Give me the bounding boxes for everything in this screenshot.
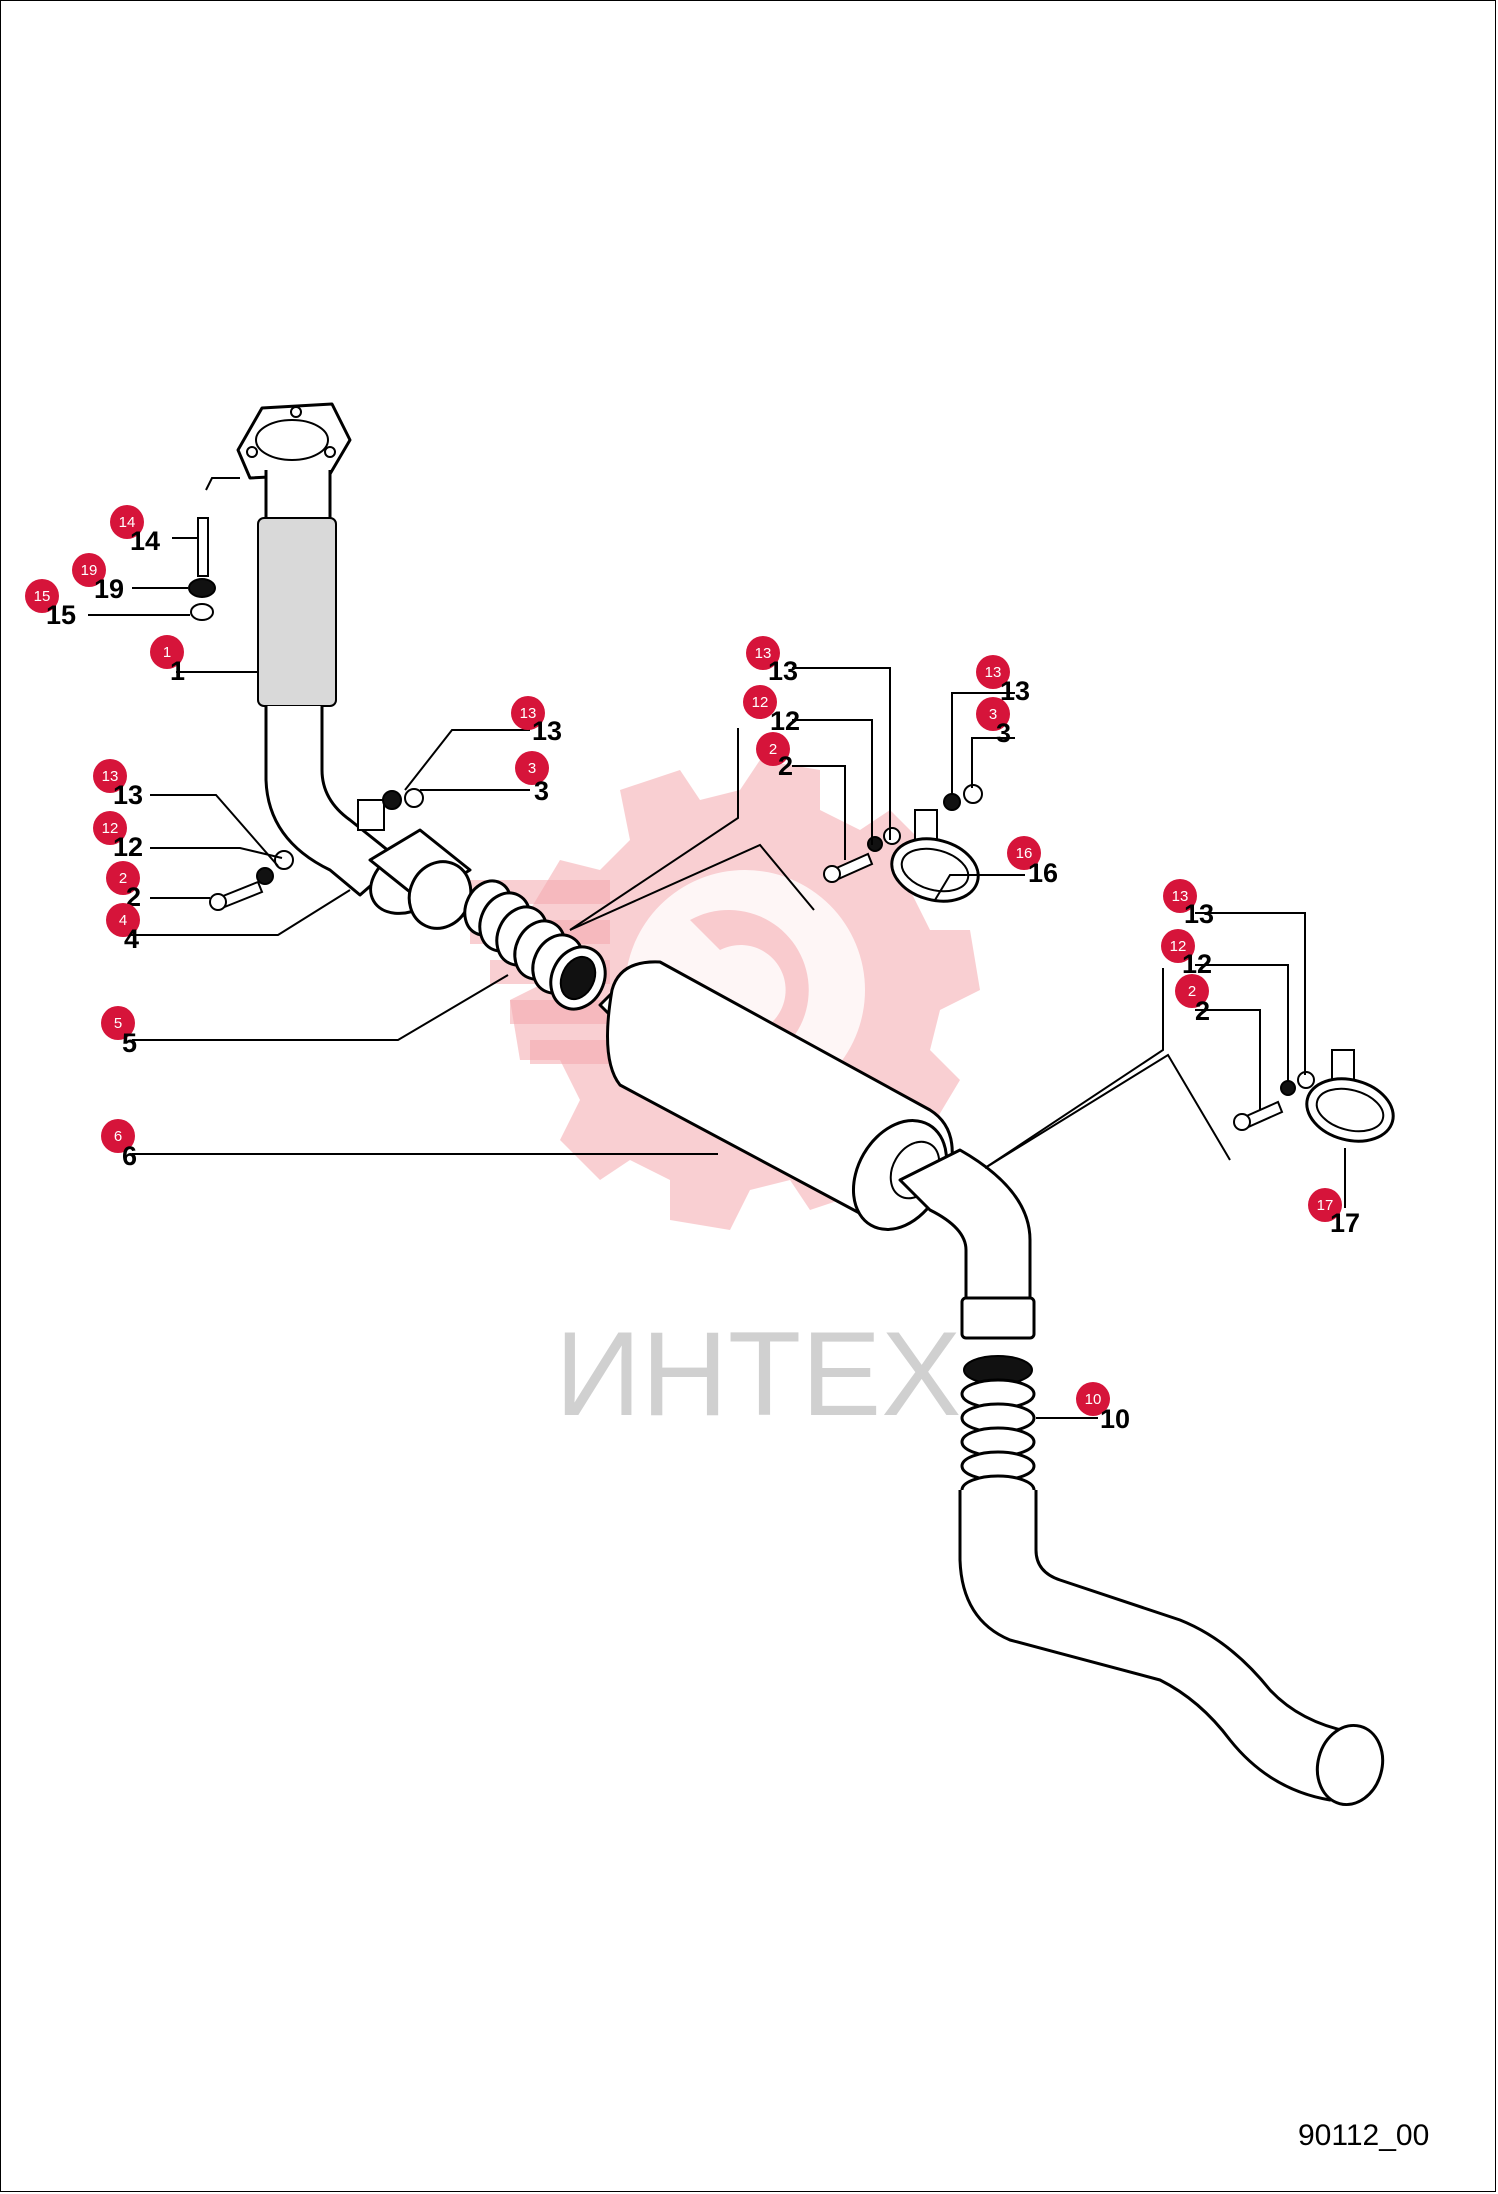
svg-text:13: 13 bbox=[755, 645, 772, 662]
svg-text:4: 4 bbox=[119, 912, 127, 929]
svg-text:13: 13 bbox=[113, 780, 143, 810]
callout-6: 6 6 bbox=[101, 1119, 137, 1171]
callout-5: 5 5 bbox=[101, 1006, 137, 1058]
svg-text:14: 14 bbox=[119, 514, 136, 531]
watermark-text: ИНТЕХ bbox=[555, 1307, 961, 1441]
callout-10: 10 10 bbox=[1076, 1382, 1130, 1434]
svg-text:13: 13 bbox=[102, 768, 119, 785]
svg-text:14: 14 bbox=[130, 526, 160, 556]
svg-text:19: 19 bbox=[81, 562, 98, 579]
svg-text:3: 3 bbox=[528, 760, 536, 777]
callout-12-c: 12 12 bbox=[1161, 929, 1212, 979]
callout-1: 1 1 bbox=[150, 635, 185, 686]
svg-text:13: 13 bbox=[1000, 676, 1030, 706]
muffler-outlet-pipe bbox=[898, 1148, 1036, 1340]
svg-text:19: 19 bbox=[94, 574, 124, 604]
callout-2-c: 2 2 bbox=[1175, 974, 1210, 1026]
svg-text:12: 12 bbox=[1182, 949, 1212, 979]
svg-text:3: 3 bbox=[996, 718, 1011, 748]
svg-text:16: 16 bbox=[1028, 858, 1058, 888]
callout-3-a: 3 3 bbox=[515, 751, 549, 806]
svg-text:13: 13 bbox=[768, 656, 798, 686]
svg-text:6: 6 bbox=[114, 1128, 122, 1145]
svg-text:2: 2 bbox=[1188, 983, 1196, 1000]
flex-hose-5 bbox=[463, 879, 607, 1011]
svg-text:13: 13 bbox=[1184, 899, 1214, 929]
svg-text:2: 2 bbox=[769, 741, 777, 758]
callout-13-d: 13 13 bbox=[976, 655, 1030, 706]
callout-15: 15 15 bbox=[25, 579, 76, 630]
hardware bbox=[188, 517, 1315, 1131]
svg-text:13: 13 bbox=[520, 705, 537, 722]
svg-text:16: 16 bbox=[1016, 845, 1033, 862]
clamp-17 bbox=[1305, 1049, 1395, 1143]
callout-3-b: 3 3 bbox=[976, 697, 1011, 748]
tail-pipe bbox=[958, 1490, 1385, 1807]
svg-text:13: 13 bbox=[532, 716, 562, 746]
callout-16: 16 16 bbox=[1007, 836, 1058, 888]
svg-text:17: 17 bbox=[1317, 1197, 1334, 1214]
svg-text:2: 2 bbox=[778, 751, 793, 781]
front-pipe bbox=[236, 402, 402, 897]
leader-lines bbox=[88, 477, 1346, 1419]
drawing-code: 90112_00 bbox=[1298, 2119, 1430, 2152]
svg-text:13: 13 bbox=[985, 664, 1002, 681]
svg-text:1: 1 bbox=[170, 656, 185, 686]
svg-text:3: 3 bbox=[534, 776, 549, 806]
svg-text:17: 17 bbox=[1330, 1208, 1360, 1238]
clamp-16 bbox=[890, 809, 980, 903]
svg-text:12: 12 bbox=[752, 694, 769, 711]
callout-14: 14 14 bbox=[110, 505, 160, 556]
callout-4: 4 4 bbox=[106, 903, 140, 954]
svg-text:1: 1 bbox=[163, 644, 171, 661]
callout-13-b: 13 13 bbox=[93, 759, 143, 810]
svg-text:4: 4 bbox=[124, 924, 139, 954]
callout-12-b: 12 12 bbox=[743, 685, 800, 736]
svg-text:12: 12 bbox=[102, 820, 119, 837]
svg-text:6: 6 bbox=[122, 1141, 137, 1171]
svg-text:2: 2 bbox=[1195, 996, 1210, 1026]
svg-text:10: 10 bbox=[1100, 1404, 1130, 1434]
svg-text:12: 12 bbox=[770, 706, 800, 736]
svg-text:15: 15 bbox=[34, 588, 51, 605]
svg-text:3: 3 bbox=[989, 706, 997, 723]
svg-text:5: 5 bbox=[122, 1028, 137, 1058]
callout-13-c: 13 13 bbox=[746, 636, 798, 686]
svg-text:10: 10 bbox=[1085, 1391, 1102, 1408]
clamp-4 bbox=[357, 799, 473, 930]
callout-2-b: 2 2 bbox=[756, 732, 793, 781]
callout-13-a: 13 13 bbox=[511, 696, 562, 746]
callout-12-a: 12 12 bbox=[93, 811, 143, 862]
callout-17: 17 17 bbox=[1308, 1188, 1360, 1238]
callout-19: 19 19 bbox=[72, 553, 124, 604]
svg-text:12: 12 bbox=[113, 832, 143, 862]
svg-text:5: 5 bbox=[114, 1015, 122, 1032]
svg-text:15: 15 bbox=[46, 600, 76, 630]
svg-text:2: 2 bbox=[119, 870, 127, 887]
callout-13-e: 13 13 bbox=[1163, 879, 1214, 929]
svg-text:12: 12 bbox=[1170, 938, 1187, 955]
svg-text:13: 13 bbox=[1172, 888, 1189, 905]
